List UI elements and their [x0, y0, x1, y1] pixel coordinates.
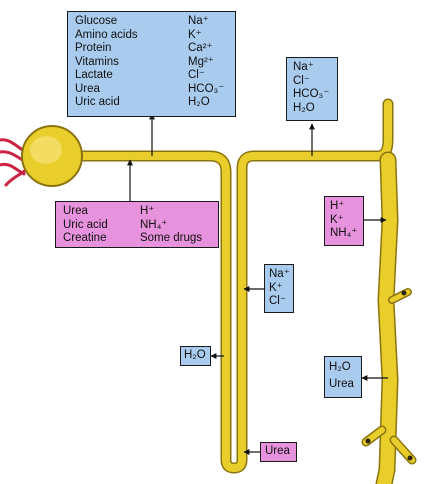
loop-urea-label: Urea [265, 445, 290, 457]
filtrate-item: Protein [75, 42, 112, 54]
filtrate-ion: Mg²⁺ [188, 55, 214, 68]
secreted-item: H⁺ [140, 205, 155, 217]
filtrate-solutes-col1: Glucose Amino acids Protein Vitamins Lac… [75, 15, 138, 110]
secreted-item: NH₄⁺ [140, 218, 168, 231]
proximal-secretion-box: Urea Uric acid Creatine H⁺ NH₄⁺ Some dru… [55, 201, 219, 248]
secreted-ion: H⁺ [330, 200, 345, 212]
secreted-ion: K⁺ [330, 213, 344, 226]
distal-reabsorption-box: Na⁺ Cl⁻ HCO₃⁻ H₂O [286, 57, 338, 121]
secreted-item: Some drugs [140, 232, 203, 244]
ascending-ion: Cl⁻ [269, 295, 286, 307]
duct-spots [365, 290, 413, 461]
secreted-item: Urea [63, 205, 88, 217]
reabsorbed-item: Urea [329, 377, 354, 390]
filtrate-item: Uric acid [75, 96, 120, 108]
filtrate-item: Amino acids [75, 28, 138, 41]
reabsorbed-item: H₂O [329, 361, 351, 373]
bowmans-capsule [21, 125, 83, 187]
filtrate-ion: HCO₃⁻ [188, 82, 225, 95]
descending-limb-box: H₂O [180, 346, 211, 366]
secreted-item: Uric acid [63, 218, 108, 231]
ascending-ion: Na⁺ [269, 268, 290, 280]
nephron-tubule [69, 98, 417, 484]
filtrate-ions-col2: Na⁺ K⁺ Ca²⁺ Mg²⁺ Cl⁻ HCO₃⁻ H₂O [188, 15, 224, 110]
filtrate-ion: Na⁺ [188, 15, 209, 27]
filtrate-item: Vitamins [75, 55, 119, 68]
filtrate-ion: H₂O [188, 96, 210, 108]
ascending-limb-box: Na⁺ K⁺ Cl⁻ [264, 264, 294, 313]
distal-ion: H₂O [293, 101, 315, 114]
filtrate-ion: K⁺ [188, 28, 202, 41]
loop-urea-box: Urea [260, 442, 297, 462]
filtrate-item: Urea [75, 82, 100, 95]
distal-ion: Na⁺ [293, 61, 314, 73]
distal-ion: Cl⁻ [293, 74, 310, 87]
filtrate-item: Glucose [75, 15, 118, 27]
filtrate-box: Glucose Amino acids Protein Vitamins Lac… [67, 11, 236, 117]
collecting-reabsorption-box: H₂O Urea [324, 356, 362, 398]
filtrate-ion: Ca²⁺ [188, 42, 213, 54]
secreted-ion: NH₄⁺ [330, 227, 358, 239]
ascending-ion: K⁺ [269, 281, 283, 294]
collecting-secretion-box: H⁺ K⁺ NH₄⁺ [324, 196, 364, 246]
descending-item: H₂O [184, 349, 206, 361]
secreted-item: Creatine [63, 232, 107, 244]
transport-arrows [127, 113, 388, 455]
filtrate-item: Lactate [75, 69, 113, 81]
filtrate-ion: Cl⁻ [188, 69, 205, 81]
distal-ion: HCO₃⁻ [293, 88, 330, 100]
